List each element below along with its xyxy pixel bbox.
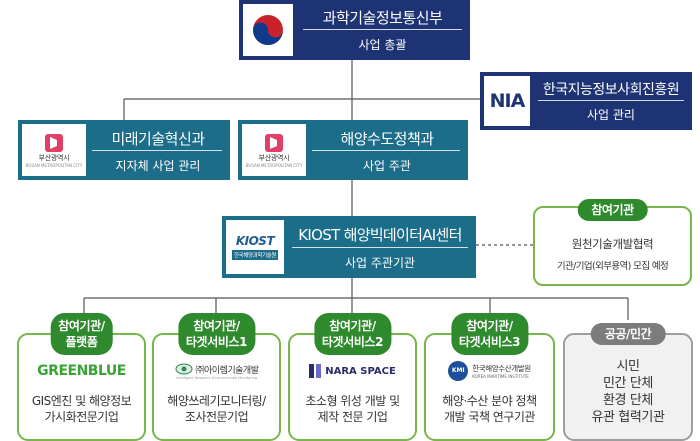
partner-line2: 기관/기업(외부용역) 모집 예정 [556, 261, 669, 272]
card-description: 해양쓰레기모니터링/조사전문기업 [167, 394, 266, 424]
busan-logo-icon [45, 133, 63, 152]
kiost-box: KIOST 한국해양과학기술원 KIOST 해양빅데이터AI센터 사업 주관기관 [222, 216, 476, 278]
kiost-role: 사업 주관기관 [344, 256, 416, 270]
busan-innovation-name: 미래기술혁신과 [111, 130, 205, 148]
msit-role: 사업 총괄 [358, 38, 407, 52]
card-badge: 참여기관/플랫폼 [50, 313, 113, 355]
card-badge: 참여기관/타겟서비스2 [313, 313, 392, 355]
public-item: 민간 단체 [603, 376, 653, 391]
kmi-logo: KMI 한국해양수산개발원 KOREA MARITIME INSTITUTE [426, 361, 553, 381]
card-badge: 공공/민간 [590, 323, 666, 345]
kiost-logo: KIOST 한국해양과학기술원 [226, 220, 284, 274]
nia-name: 한국지능정보사회진흥원 [542, 82, 680, 98]
busan-logo-text: 부산광역시 [258, 153, 290, 162]
public-list: 시민 민간 단체 환경 단체 유관 협력기관 [565, 358, 691, 426]
partner-line1: 원천기술개발협력 [571, 237, 654, 251]
kiost-logo-text: KIOST [235, 234, 275, 248]
irem-logo: ㈜아이렘기술개발 Intelligent Research Environmen… [154, 361, 279, 381]
busan-ocean-policy-role: 사업 주관 [363, 159, 411, 173]
card-target-service-1: 참여기관/타겟서비스1 ㈜아이렘기술개발 Intelligent Researc… [152, 313, 281, 441]
busan-logo-en: BUSAN METROPOLITAN CITY [245, 162, 303, 168]
busan-innovation-role: 지자체 사업 관리 [115, 159, 201, 173]
card-badge: 참여기관/타겟서비스1 [177, 313, 256, 355]
nia-logo-text: NIA [489, 90, 526, 112]
partner-recruit-box: 참여기관 원천기술개발협력 기관/기업(외부용역) 모집 예정 [533, 199, 692, 286]
busan-logo-left: 부산광역시 BUSAN METROPOLITAN CITY [22, 124, 86, 176]
kiost-logo-kr: 한국해양과학기술원 [232, 250, 278, 260]
public-item: 유관 협력기관 [591, 410, 665, 425]
irem-eye-icon [175, 363, 193, 375]
msit-box: 과학기술정보통신부 사업 총괄 [239, 0, 470, 60]
nia-role: 사업 관리 [587, 108, 635, 122]
card-public-private: 공공/민간 시민 민간 단체 환경 단체 유관 협력기관 [563, 323, 693, 441]
busan-innovation-box: 부산광역시 BUSAN METROPOLITAN CITY 미래기술혁신과 지자… [18, 120, 230, 180]
public-item: 시민 [616, 359, 640, 374]
greenblue-logo: GREENBLUE [37, 363, 126, 379]
busan-ocean-policy-box: 부산광역시 BUSAN METROPOLITAN CITY 해양수도정책과 사업… [238, 120, 468, 180]
public-item: 환경 단체 [603, 393, 653, 408]
nia-box: NIA 한국지능정보사회진흥원 사업 관리 [480, 72, 692, 130]
card-target-service-3: 참여기관/타겟서비스3 KMI 한국해양수산개발원 KOREA MARITIME… [424, 313, 555, 441]
partner-badge: 참여기관 [577, 199, 648, 221]
busan-logo-text: 부산광역시 [38, 153, 70, 162]
kmi-mark-icon: KMI [448, 361, 469, 381]
card-badge: 참여기관/타겟서비스3 [450, 313, 529, 355]
msit-logo [243, 4, 293, 56]
busan-ocean-policy-name: 해양수도정책과 [340, 130, 434, 148]
busan-logo-en: BUSAN METROPOLITAN CITY [25, 162, 83, 168]
busan-logo-icon [265, 133, 283, 152]
nara-space-logo: NARA SPACE [290, 361, 415, 381]
nia-logo: NIA [484, 76, 530, 126]
busan-logo-right: 부산광역시 BUSAN METROPOLITAN CITY [242, 124, 306, 176]
kiost-name: KIOST 해양빅데이터AI센터 [298, 226, 462, 244]
msit-name: 과학기술정보통신부 [322, 9, 443, 27]
nara-space-mark-icon [309, 364, 322, 378]
taegeuk-emblem-icon [253, 15, 283, 45]
